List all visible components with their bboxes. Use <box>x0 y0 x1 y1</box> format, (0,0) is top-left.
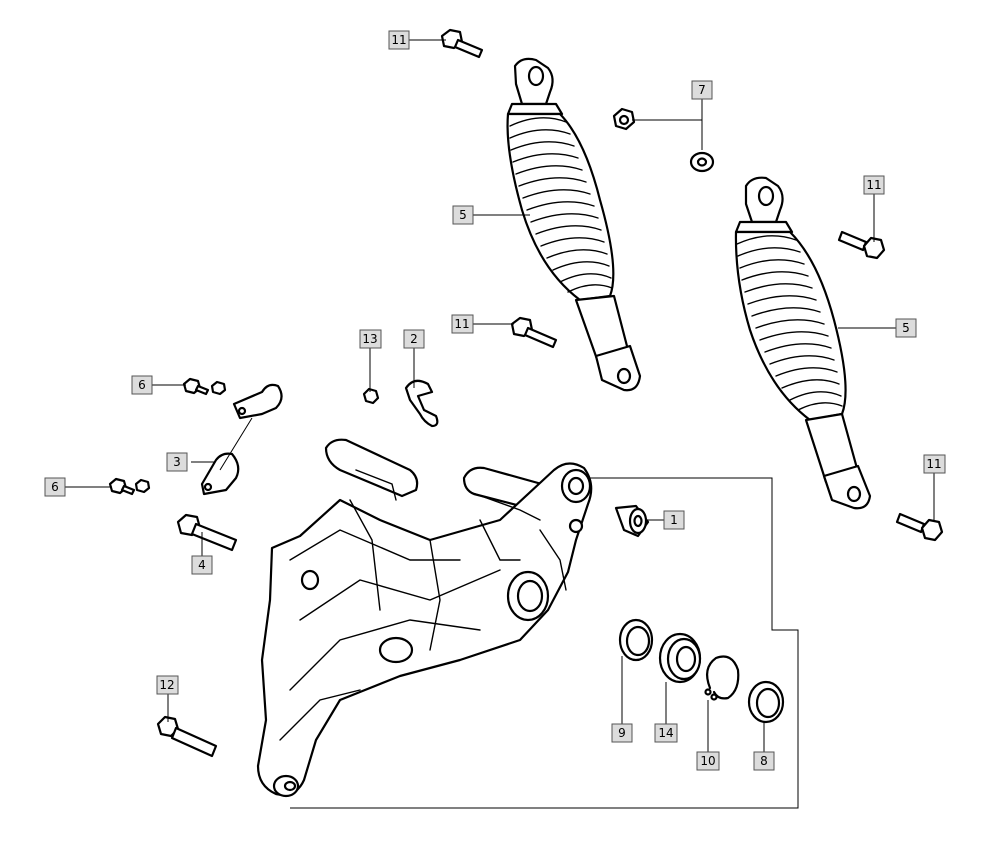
svg-text:11: 11 <box>391 33 406 47</box>
svg-text:12: 12 <box>159 678 174 692</box>
svg-text:1: 1 <box>670 513 678 527</box>
svg-text:7: 7 <box>698 83 706 97</box>
svg-text:9: 9 <box>618 726 626 740</box>
bolt-part-11-right-bottom <box>895 512 944 542</box>
callout-12: 12 <box>156 675 179 695</box>
callout-4: 4 <box>191 555 213 575</box>
seal-part-8 <box>747 680 785 724</box>
swingarm-body <box>256 438 593 798</box>
bearing-part-14 <box>658 632 702 684</box>
svg-text:5: 5 <box>459 208 467 222</box>
bolt-part-4 <box>176 513 238 552</box>
bolt-part-11-right-top <box>837 230 886 260</box>
screw-part-6-lower <box>108 477 151 496</box>
callout-3: 3 <box>166 452 188 472</box>
svg-text:11: 11 <box>454 317 469 331</box>
svg-text:4: 4 <box>198 558 206 572</box>
callout-6-upper: 6 <box>131 375 153 395</box>
bolt-part-11-top <box>440 28 484 59</box>
callout-2: 2 <box>403 329 425 349</box>
shock-absorber-right <box>734 176 872 510</box>
svg-text:11: 11 <box>926 457 941 471</box>
svg-text:11: 11 <box>866 178 881 192</box>
clip-part-2 <box>404 379 439 428</box>
group-bracket-line <box>290 477 799 809</box>
svg-text:2: 2 <box>410 332 418 346</box>
callout-10: 10 <box>696 751 720 771</box>
callout-11-mid: 11 <box>451 314 474 334</box>
callout-14: 14 <box>654 723 678 743</box>
svg-text:13: 13 <box>362 332 377 346</box>
bolt-part-12 <box>156 715 218 758</box>
screw-part-6-upper <box>182 377 227 396</box>
svg-text:3: 3 <box>173 455 181 469</box>
svg-text:6: 6 <box>138 378 146 392</box>
callout-5-left: 5 <box>452 205 474 225</box>
svg-text:8: 8 <box>760 754 768 768</box>
leader-lines <box>65 39 935 752</box>
nut-part-13 <box>362 387 380 405</box>
nut-part-7 <box>612 107 715 173</box>
bolt-part-11-mid <box>510 316 558 349</box>
callout-7: 7 <box>691 80 713 100</box>
circlip-part-10 <box>704 655 740 701</box>
callout-13: 13 <box>359 329 382 349</box>
callout-1: 1 <box>663 510 685 530</box>
callout-11-top: 11 <box>388 30 410 50</box>
svg-text:10: 10 <box>700 754 715 768</box>
callout-6-lower: 6 <box>44 477 66 497</box>
svg-text:6: 6 <box>51 480 59 494</box>
bushing-part-1 <box>614 504 650 538</box>
svg-text:5: 5 <box>902 321 910 335</box>
seal-part-9 <box>618 618 654 662</box>
callout-11-right-bottom: 11 <box>923 454 946 474</box>
svg-text:14: 14 <box>658 726 673 740</box>
callout-11-right-top: 11 <box>863 175 885 195</box>
callout-9: 9 <box>611 723 633 743</box>
callout-5-right: 5 <box>895 318 917 338</box>
shock-absorber-left <box>506 57 642 392</box>
bracket-part-3 <box>200 383 283 496</box>
callout-8: 8 <box>753 751 775 771</box>
